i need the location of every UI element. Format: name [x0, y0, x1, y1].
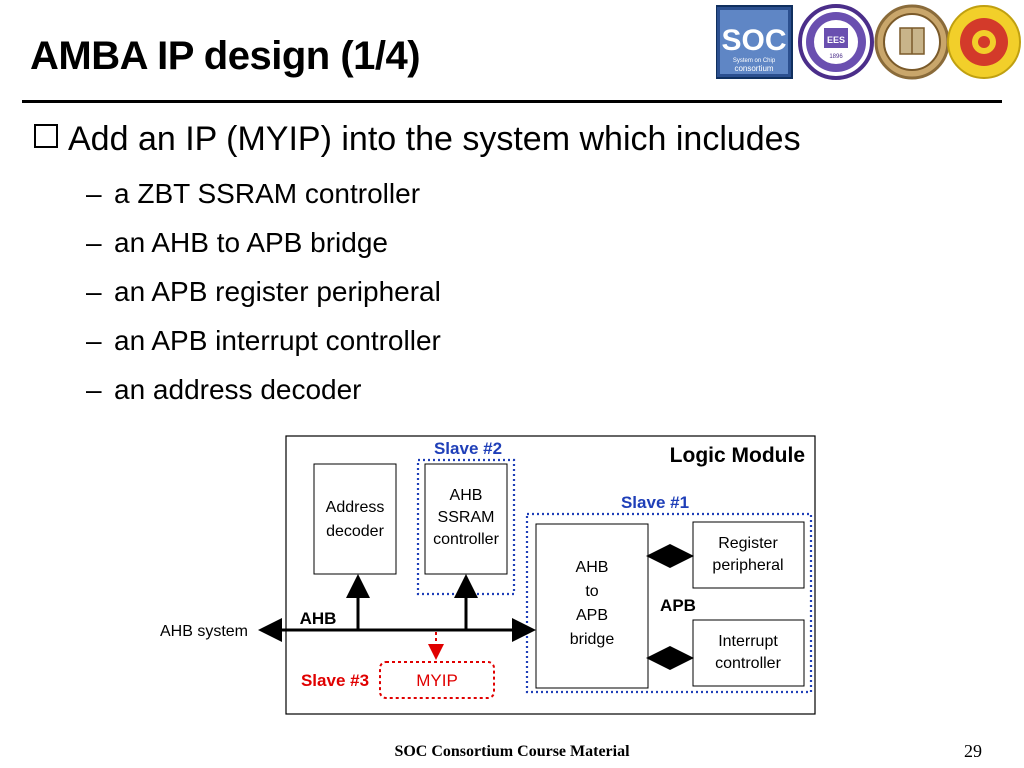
ahb-apb-bridge-box [535, 523, 649, 689]
address-decoder-label-line1: Address [326, 499, 385, 516]
sub-bullet-list: –a ZBT SSRAM controller –an AHB to APB b… [86, 174, 441, 419]
title-divider [22, 100, 1002, 103]
amba-block-diagram: Logic Module Address decoder Slave #2 AH… [160, 435, 816, 715]
ssram-controller-box [424, 463, 508, 575]
page-number: 29 [964, 741, 982, 761]
ahb-system-label: AHB system [160, 623, 248, 640]
art-university-seal-logo [947, 5, 1021, 79]
sub-bullet-item: –a ZBT SSRAM controller [86, 178, 421, 209]
footer-text: SOC Consortium Course Material [394, 743, 630, 760]
sub-bullet-item: –an APB register peripheral [86, 276, 441, 307]
myip-box [379, 661, 495, 699]
ees-seal-logo: EES 1896 [798, 4, 874, 80]
slave3-label: Slave #3 [301, 671, 369, 690]
soc-logo-subtext-top: System on Chip [733, 58, 776, 64]
soc-logo-text: SOC [721, 24, 786, 57]
sub-bullet-text: an address decoder [114, 374, 362, 405]
university-seal-logo [874, 4, 950, 80]
register-peripheral-label-line2: peripheral [712, 557, 783, 574]
soc-logo: SOC System on Chip consortium [716, 5, 793, 79]
bridge-label-line1: AHB [576, 559, 609, 576]
sub-bullet-item: –an APB interrupt controller [86, 325, 441, 356]
sub-bullet-item: –an address decoder [86, 374, 362, 405]
apb-label: APB [660, 596, 696, 615]
sub-bullet-text: a ZBT SSRAM controller [114, 178, 421, 209]
ssram-label-line3: controller [433, 531, 499, 548]
slide-title: AMBA IP design (1/4) [30, 34, 421, 78]
register-peripheral-box [692, 521, 805, 589]
bridge-label-line2: to [585, 583, 598, 600]
myip-label: MYIP [416, 671, 458, 690]
interrupt-controller-box [692, 619, 805, 687]
main-bullet-text: Add an IP (MYIP) into the system which i… [68, 120, 801, 158]
sub-bullet-text: an APB interrupt controller [114, 325, 441, 356]
logo-group: SOC System on Chip consortium EES 1896 [716, 4, 1021, 80]
sub-bullet-text: an AHB to APB bridge [114, 227, 388, 258]
ees-seal-text: EES [827, 35, 845, 45]
sub-bullet-text: an APB register peripheral [114, 276, 441, 307]
main-bullet: Add an IP (MYIP) into the system which i… [34, 120, 801, 159]
ahb-label: AHB [300, 609, 337, 628]
address-decoder-box [313, 463, 397, 575]
interrupt-controller-label-line2: controller [715, 655, 781, 672]
slave2-label: Slave #2 [434, 439, 502, 458]
register-peripheral-label-line1: Register [718, 535, 778, 552]
slave1-label: Slave #1 [621, 493, 689, 512]
bridge-label-line3: APB [576, 607, 608, 624]
logic-module-label: Logic Module [670, 444, 805, 467]
ssram-label-line2: SSRAM [438, 509, 495, 526]
sub-bullet-item: –an AHB to APB bridge [86, 227, 388, 258]
bridge-label-line4: bridge [570, 631, 615, 648]
ssram-label-line1: AHB [450, 487, 483, 504]
address-decoder-label-line2: decoder [326, 523, 384, 540]
soc-logo-subtext-bottom: consortium [734, 64, 773, 73]
interrupt-controller-label-line1: Interrupt [718, 633, 778, 650]
bullet-square-icon [34, 124, 58, 148]
ees-seal-year: 1896 [829, 54, 843, 60]
slave1-region [525, 512, 813, 694]
